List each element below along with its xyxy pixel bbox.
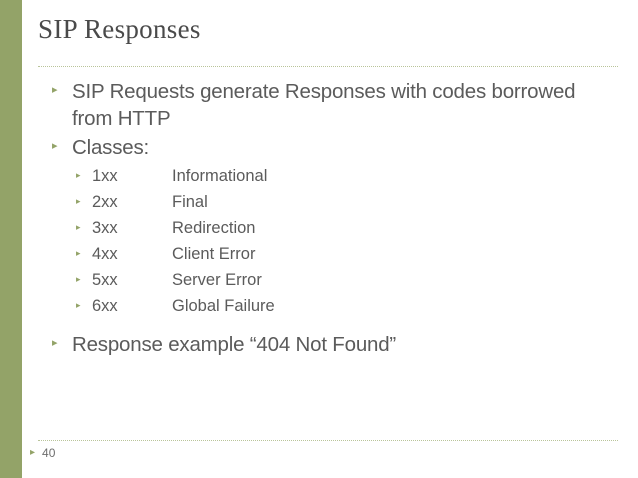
response-code: 6xx: [92, 296, 118, 315]
response-class-list: ▸ 1xx Informational ▸ 2xx Final ▸ 3xx Re…: [52, 165, 618, 318]
sub-bullet-marker-icon: ▸: [76, 299, 81, 310]
response-code: 2xx: [92, 193, 118, 212]
bullet-marker-icon: ▸: [52, 84, 58, 96]
list-item: ▸ 3xx Redirection: [52, 217, 618, 240]
sub-bullet-marker-icon: ▸: [76, 196, 81, 207]
page-number: 40: [42, 446, 56, 460]
list-item: ▸ 5xx Server Error: [52, 269, 618, 292]
bullet-text: Classes:: [72, 136, 150, 160]
response-description: Global Failure: [172, 296, 275, 315]
footer-divider: [38, 440, 618, 441]
sub-bullet-marker-icon: ▸: [76, 247, 81, 258]
response-code: 4xx: [92, 244, 118, 263]
sub-bullet-marker-icon: ▸: [76, 170, 81, 181]
bullet-marker-icon: ▸: [52, 140, 58, 153]
response-code: 3xx: [92, 218, 118, 237]
spacer: [52, 321, 618, 331]
response-description: Informational: [172, 167, 268, 186]
sub-bullet-marker-icon: ▸: [76, 221, 81, 232]
left-accent-bar-fill: [0, 0, 22, 478]
page-title: SIP Responses: [38, 14, 201, 44]
footer-bullet-icon: ▸: [30, 447, 36, 458]
bullet-item: ▸ SIP Requests generate Responses with c…: [52, 78, 618, 132]
list-item: ▸ 4xx Client Error: [52, 243, 618, 266]
footer: ▸ 40: [30, 446, 55, 460]
left-accent-bar: [0, 0, 22, 478]
bullet-text: SIP Requests generate Responses with cod…: [72, 80, 576, 131]
bullet-item: ▸ Response example “404 Not Found”: [52, 331, 618, 358]
response-description: Final: [172, 193, 208, 212]
response-code: 5xx: [92, 270, 118, 289]
list-item: ▸ 2xx Final: [52, 191, 618, 214]
list-item: ▸ 6xx Global Failure: [52, 295, 618, 318]
list-item: ▸ 1xx Informational: [52, 165, 618, 188]
bullet-text: Response example “404 Not Found”: [72, 332, 397, 356]
title-divider: [38, 66, 618, 67]
response-code: 1xx: [92, 167, 118, 186]
bullet-marker-icon: ▸: [52, 336, 58, 349]
response-description: Server Error: [172, 270, 262, 289]
slide-body: ▸ SIP Requests generate Responses with c…: [52, 78, 618, 360]
response-description: Redirection: [172, 218, 256, 237]
sub-bullet-marker-icon: ▸: [76, 273, 81, 284]
response-description: Client Error: [172, 244, 256, 263]
bullet-item: ▸ Classes:: [52, 134, 618, 161]
